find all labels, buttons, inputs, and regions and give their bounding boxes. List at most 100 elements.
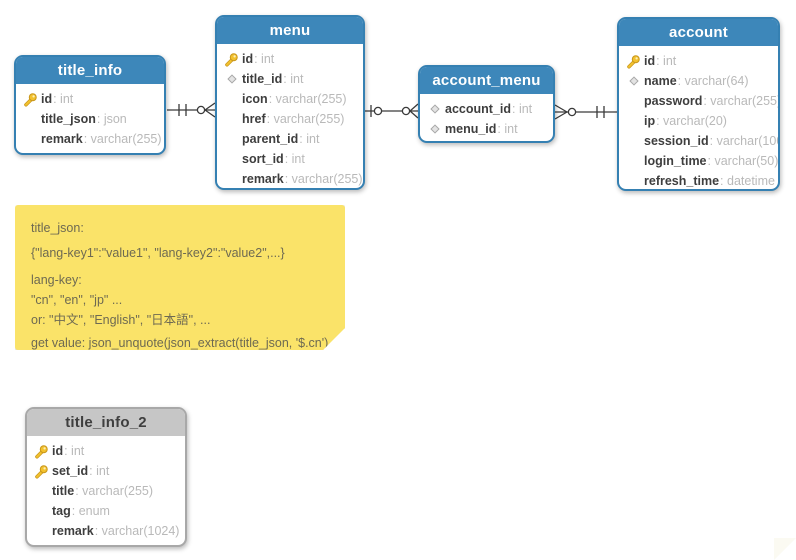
field-row[interactable]: login_time: varchar(50)	[619, 151, 778, 171]
primary-key-icon	[223, 52, 240, 67]
field-row[interactable]: account_id: int	[420, 99, 553, 119]
primary-key-icon	[625, 54, 642, 69]
field-type: : int	[283, 72, 304, 86]
field-name: remark	[52, 524, 94, 538]
field-type: : varchar(100)	[709, 134, 780, 148]
field-type: : int	[497, 122, 518, 136]
field-icon-spacer	[223, 172, 240, 187]
field-icon-spacer	[625, 94, 642, 109]
field-type: : json	[96, 112, 127, 126]
field-row[interactable]: title: varchar(255)	[27, 481, 185, 501]
field-type: : varchar(1024)	[94, 524, 180, 538]
field-row[interactable]: title_id: int	[217, 69, 363, 89]
field-row[interactable]: remark: varchar(1024)	[27, 521, 185, 541]
field-row[interactable]: sort_id: int	[217, 149, 363, 169]
relationship-title_info-menu[interactable]	[167, 102, 216, 118]
field-row[interactable]: id: int	[217, 49, 363, 69]
field-name: account_id	[445, 102, 511, 116]
field-row[interactable]: id: int	[27, 441, 185, 461]
field-row[interactable]: menu_id: int	[420, 119, 553, 139]
field-icon-spacer	[33, 524, 50, 539]
field-name: sort_id	[242, 152, 284, 166]
field-name: ip	[644, 114, 656, 128]
field-name: parent_id	[242, 132, 299, 146]
field-row[interactable]: icon: varchar(255)	[217, 89, 363, 109]
field-name: remark	[242, 172, 284, 186]
field-type: : varchar(255)	[266, 112, 345, 126]
field-name: title_id	[242, 72, 283, 86]
field-icon-spacer	[625, 174, 642, 189]
field-type: : int	[53, 92, 74, 106]
field-row[interactable]: refresh_time: datetime	[619, 171, 778, 189]
field-type: : int	[656, 54, 677, 68]
field-row[interactable]: tag: enum	[27, 501, 185, 521]
field-icon-spacer	[223, 132, 240, 147]
field-row[interactable]: session_id: varchar(100)	[619, 131, 778, 151]
field-icon-spacer	[625, 154, 642, 169]
field-row[interactable]: id: int	[16, 89, 164, 109]
field-type: : varchar(255)	[75, 484, 154, 498]
field-type: : int	[89, 464, 110, 478]
table-title[interactable]: account_menu	[420, 67, 553, 94]
field-name: id	[644, 54, 656, 68]
relationship-account_menu-account[interactable]	[554, 104, 617, 120]
field-type: : varchar(255)	[703, 94, 780, 108]
field-name: title	[52, 484, 75, 498]
field-name: set_id	[52, 464, 89, 478]
sticky-note[interactable]: title_json:{"lang-key1":"value1", "lang-…	[15, 205, 345, 350]
note-line: or: "中文", "English", "日本語", ...	[31, 313, 211, 327]
field-name: id	[41, 92, 53, 106]
note-line: get value: json_unquote(json_extract(tit…	[31, 336, 329, 350]
field-name: icon	[242, 92, 268, 106]
note-line: lang-key:	[31, 273, 82, 287]
field-icon-spacer	[33, 484, 50, 499]
field-row[interactable]: name: varchar(64)	[619, 71, 778, 91]
field-type: : varchar(255)	[268, 92, 347, 106]
table-title[interactable]: menu	[217, 17, 363, 44]
note-line: "cn", "en", "jp" ...	[31, 293, 123, 307]
field-row[interactable]: title_json: json	[16, 109, 164, 129]
relationship-menu-account_menu[interactable]	[365, 103, 419, 119]
field-type: : varchar(50)	[707, 154, 779, 168]
table-title[interactable]: title_info_2	[27, 409, 185, 436]
field-row[interactable]: remark: varchar(255)	[16, 129, 164, 149]
field-row[interactable]: id: int	[619, 51, 778, 71]
field-name: title_json	[41, 112, 96, 126]
field-name: href	[242, 112, 266, 126]
field-type: : int	[284, 152, 305, 166]
field-row[interactable]: ip: varchar(20)	[619, 111, 778, 131]
field-name: session_id	[644, 134, 709, 148]
field-type: : int	[512, 102, 533, 116]
field-icon-spacer	[22, 132, 39, 147]
foreign-key-diamond-icon	[223, 72, 240, 87]
note-line: {"lang-key1":"value1", "lang-key2":"valu…	[31, 246, 285, 260]
field-row[interactable]: href: varchar(255)	[217, 109, 363, 129]
field-name: login_time	[644, 154, 707, 168]
table-title[interactable]: title_info	[16, 57, 164, 84]
field-icon-spacer	[223, 112, 240, 127]
field-row[interactable]: set_id: int	[27, 461, 185, 481]
field-type: : int	[64, 444, 85, 458]
field-name: id	[52, 444, 64, 458]
field-row[interactable]: password: varchar(255)	[619, 91, 778, 111]
field-name: password	[644, 94, 703, 108]
field-name: menu_id	[445, 122, 497, 136]
field-name: refresh_time	[644, 174, 720, 188]
field-row[interactable]: parent_id: int	[217, 129, 363, 149]
primary-key-icon	[22, 92, 39, 107]
table-title[interactable]: account	[619, 19, 778, 46]
field-row[interactable]: remark: varchar(255)	[217, 169, 363, 188]
field-type: : datetime	[720, 174, 775, 188]
